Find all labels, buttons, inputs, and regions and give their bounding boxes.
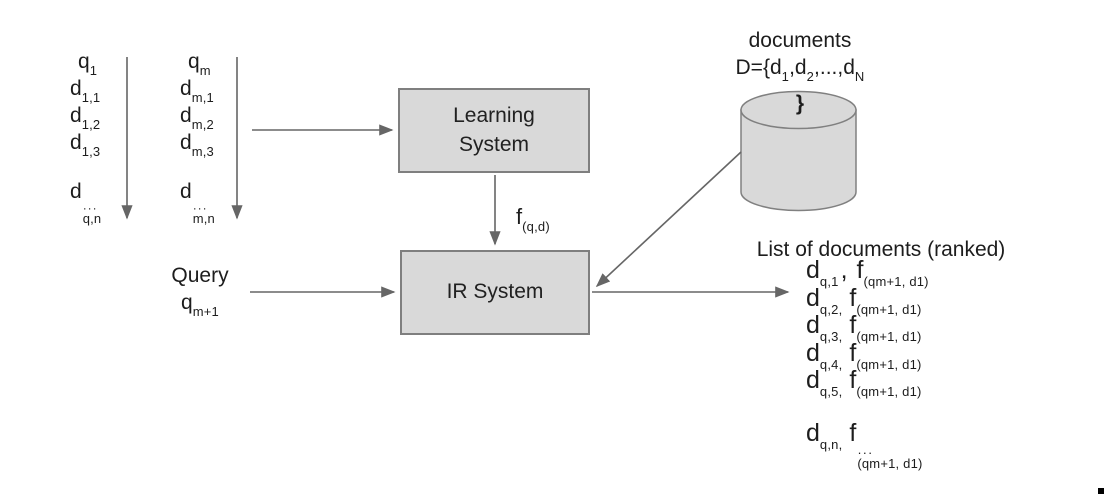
item-subscript: 1,2 [81, 117, 101, 132]
query-symbol: qm+1 [150, 289, 250, 325]
f-base: f [516, 204, 523, 229]
doc-base: d [806, 311, 820, 339]
doc-subscript: q,1 [819, 274, 839, 289]
item-subscript: 1,3 [81, 144, 101, 159]
training-column-1: q1 d1,1 d1,2 d1,3 d···q,n [70, 50, 140, 225]
training-item: d1,1 [70, 77, 140, 105]
documents-database-cylinder [740, 90, 857, 212]
ranked-entry: dq,4, f(qm+1, d1) [806, 338, 929, 372]
training-item: dm,2 [180, 104, 250, 132]
documents-title: documents [748, 29, 852, 52]
item-base: q [78, 50, 90, 73]
ranked-list: dq,1,f(qm+1, d1) dq,2,f(qm+1, d1) dq,3,f… [806, 256, 929, 470]
score-base: f [849, 366, 857, 394]
item-subscript: 1 [89, 63, 98, 78]
corner-artifact-mark [1098, 488, 1104, 494]
database-to-ir-arrow [595, 151, 742, 288]
ranked-entry: dq,1, f(qm+1, d1) [806, 256, 929, 289]
training-item: q1 [70, 50, 140, 78]
ir-system-box: IR System [400, 250, 590, 335]
score-subscript: (qm+1, d1) [857, 455, 923, 471]
doc-subscript: q,3, [819, 329, 843, 344]
closing-brace: } [795, 92, 805, 115]
query-subscript: m+1 [192, 304, 219, 319]
item-subscript: q,n [82, 211, 102, 226]
ellipsis-dots: ··· [192, 201, 208, 215]
documents-set-notation: D={d1,d2,...,dN [695, 54, 905, 90]
separator: , [840, 256, 848, 284]
item-subscript: m,3 [191, 144, 214, 159]
query-base: q [181, 291, 193, 314]
set-subscript: 2 [806, 69, 815, 84]
documents-label-block: documents D={d1,d2,...,dN } [695, 27, 905, 117]
item-base: d [70, 104, 82, 127]
doc-base: d [806, 256, 820, 284]
item-base: d [70, 77, 82, 100]
score-base: f [849, 283, 857, 312]
learning-system-box: Learning System [398, 88, 590, 173]
training-item: d···q,n [70, 180, 140, 225]
set-token: D={d [735, 56, 782, 79]
item-base: d [180, 77, 192, 100]
set-token: ,d [789, 56, 807, 79]
doc-subscript: q,2, [819, 301, 843, 317]
item-base: d [180, 104, 192, 127]
item-base: d [180, 180, 192, 203]
ir-system-label: IR System [446, 280, 544, 304]
score-subscript: (qm+1, d1) [856, 384, 922, 399]
ellipsis-dots: ··· [82, 201, 98, 215]
training-column-2: qm dm,1 dm,2 dm,3 d···m,n [180, 50, 250, 225]
training-item: dm,1 [180, 77, 250, 105]
ranked-entry: dq,n, f···(qm+1, d1) [806, 418, 929, 470]
item-base: d [70, 180, 82, 203]
f-subscript: (q,d) [522, 219, 550, 234]
score-base: f [849, 338, 857, 367]
ranked-entry: dq,5, f(qm+1, d1) [806, 366, 929, 399]
set-subscript: 1 [781, 69, 790, 84]
doc-base: d [806, 338, 820, 367]
score-subscript: (qm+1, d1) [863, 274, 929, 289]
doc-base: d [806, 283, 820, 312]
score-subscript: (qm+1, d1) [856, 301, 922, 317]
ranked-entry: dq,2, f(qm+1, d1) [806, 283, 929, 317]
set-subscript: N [854, 69, 865, 84]
item-subscript: m,2 [191, 117, 214, 132]
ranked-list-heading: List of documents (ranked) [756, 238, 1006, 261]
set-token: ,...,d [814, 56, 855, 79]
query-label: Query [171, 264, 229, 287]
item-subscript: m [199, 63, 211, 78]
learning-system-label: Learning System [453, 104, 535, 156]
training-item: d···m,n [180, 180, 250, 225]
doc-base: d [806, 366, 820, 394]
score-subscript: (qm+1, d1) [856, 356, 922, 372]
doc-subscript: q,4, [819, 356, 843, 372]
item-subscript: m,n [192, 211, 215, 226]
item-base: d [70, 131, 82, 154]
query-label-block: Query qm+1 [150, 262, 250, 325]
doc-base: d [806, 418, 820, 447]
item-base: q [188, 50, 200, 73]
score-base: f [849, 418, 857, 447]
item-base: d [180, 131, 192, 154]
score-base: f [849, 311, 857, 339]
score-subscript: (qm+1, d1) [856, 329, 922, 344]
training-item: d1,3 [70, 131, 140, 159]
scoring-function-label: f(q,d) [516, 204, 550, 234]
doc-subscript: q,5, [819, 384, 843, 399]
ranked-entry: dq,3, f(qm+1, d1) [806, 311, 929, 344]
training-item: d1,2 [70, 104, 140, 132]
item-subscript: 1,1 [81, 90, 101, 105]
item-subscript: m,1 [191, 90, 214, 105]
training-item: dm,3 [180, 131, 250, 159]
ellipsis-dots: ··· [857, 444, 874, 460]
doc-subscript: q,n, [819, 436, 843, 452]
score-base: f [856, 256, 864, 284]
training-item: qm [180, 50, 250, 78]
